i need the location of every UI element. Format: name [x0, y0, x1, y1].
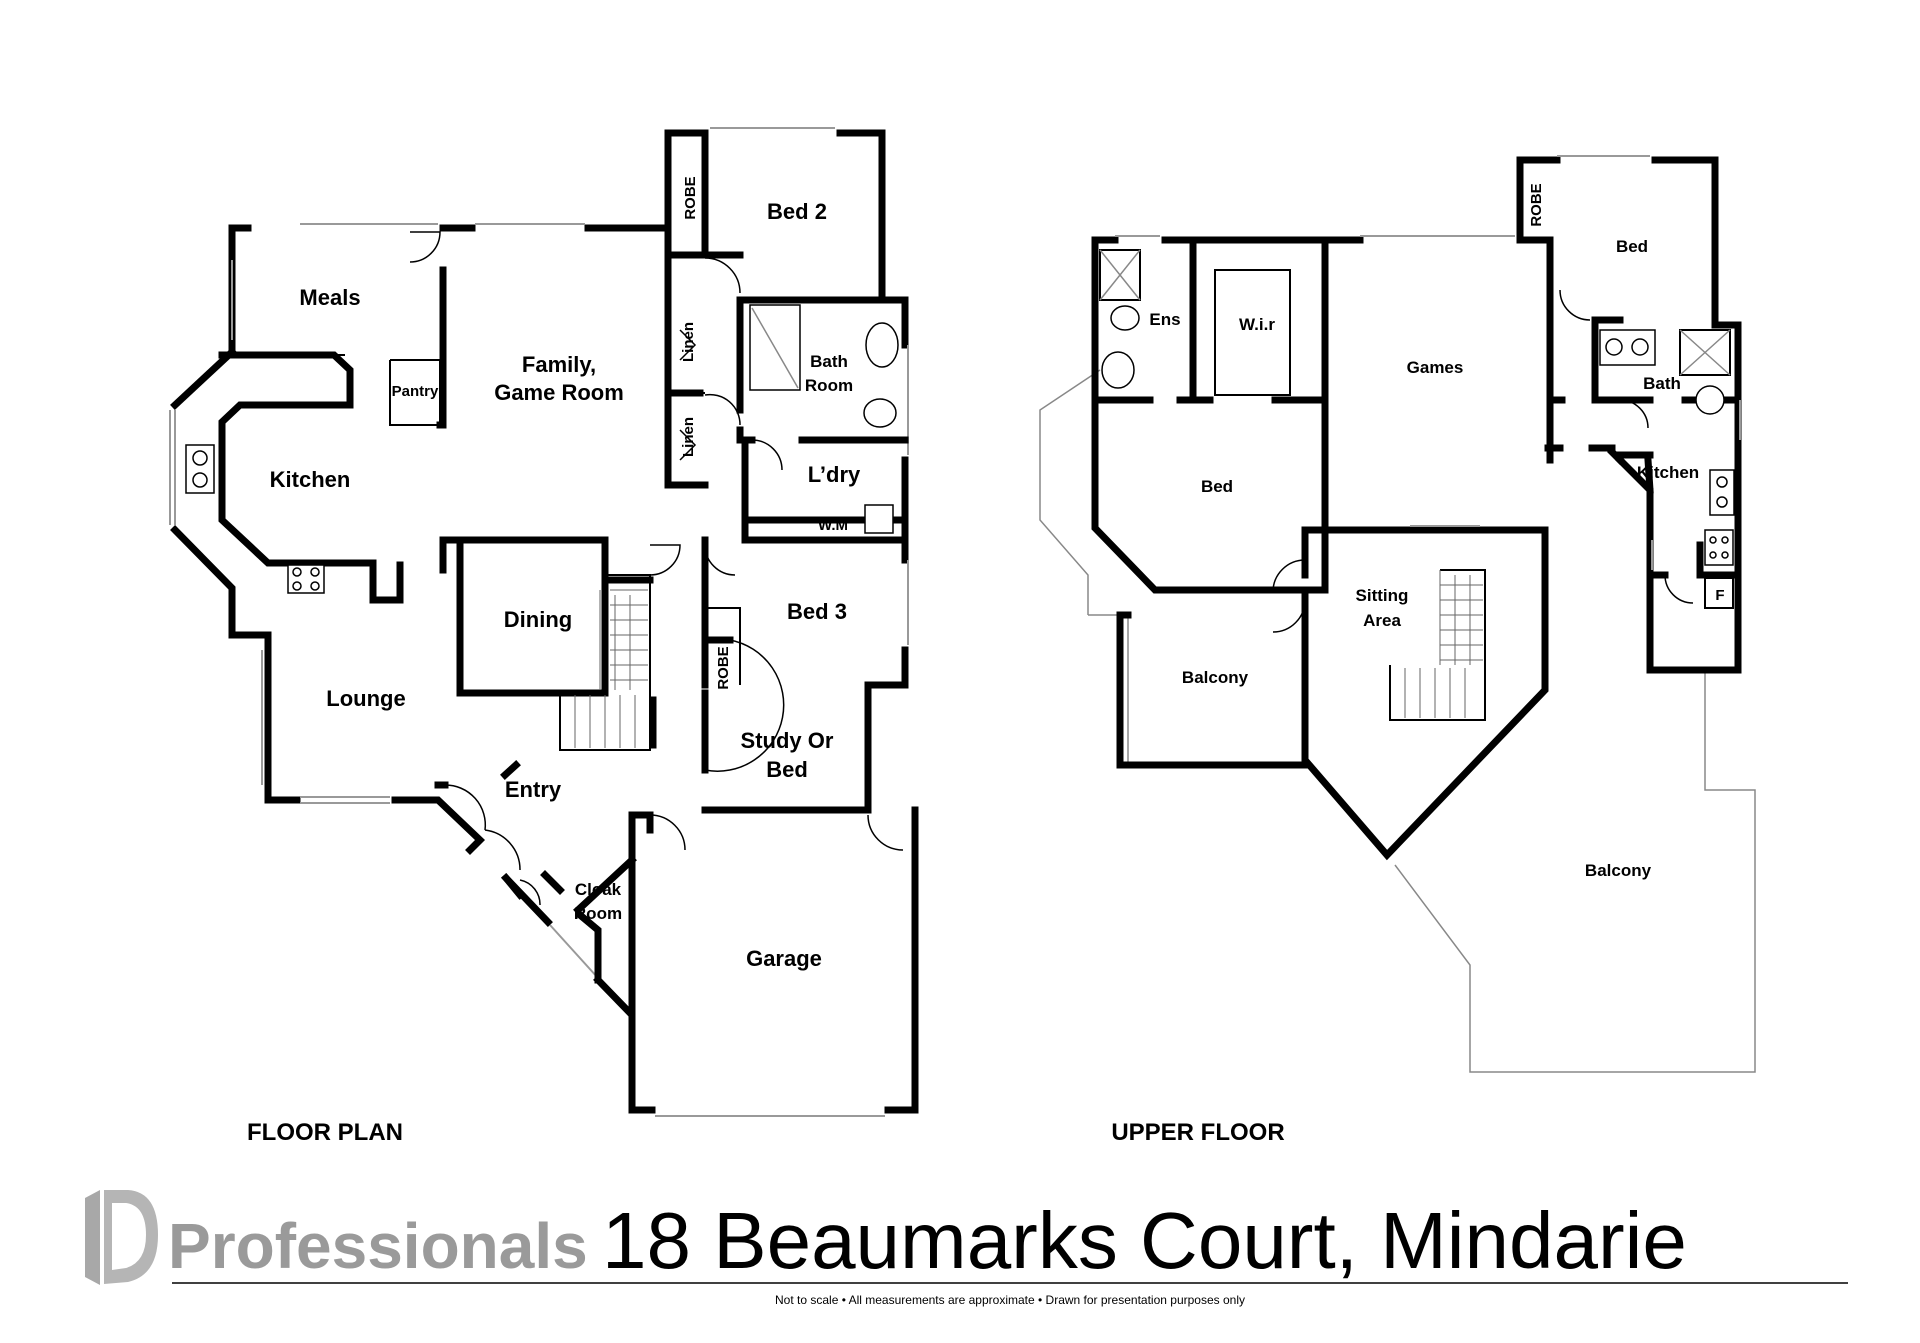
room-kitchen: Kitchen	[270, 467, 351, 492]
upper-floor-caption: UPPER FLOOR	[1111, 1119, 1284, 1146]
room-family-line1: Family,	[522, 352, 596, 377]
upper-room-games: Games	[1407, 358, 1464, 377]
room-linen1: Linen	[680, 322, 697, 362]
room-bathroom-line2: Room	[805, 376, 853, 395]
footer: Professionals 18 Beaumarks Court, Mindar…	[85, 1190, 1848, 1307]
upper-room-wir: W.i.r	[1239, 315, 1275, 334]
upper-room-robe: ROBE	[1528, 183, 1545, 226]
brand-name: Professionals	[168, 1210, 588, 1282]
property-address: 18 Beaumarks Court, Mindarie	[602, 1196, 1687, 1285]
room-wm: W.M	[818, 517, 848, 534]
professionals-logo-icon	[85, 1190, 158, 1285]
room-garage: Garage	[746, 946, 822, 971]
room-lounge: Lounge	[326, 686, 405, 711]
upper-room-balcony-left: Balcony	[1182, 668, 1249, 687]
upper-room-sitting-line1: Sitting	[1356, 586, 1409, 605]
room-study-line1: Study Or	[741, 728, 834, 753]
ground-floor-caption: FLOOR PLAN	[247, 1119, 403, 1146]
room-robe1: ROBE	[682, 176, 699, 219]
room-cloak-line1: Cloak	[575, 880, 622, 899]
upper-room-bath: Bath	[1643, 374, 1681, 393]
disclaimer: Not to scale • All measurements are appr…	[775, 1293, 1245, 1307]
upper-room-ens: Ens	[1149, 310, 1180, 329]
room-dining: Dining	[504, 607, 572, 632]
upper-room-sitting-line2: Area	[1363, 611, 1401, 630]
room-bed2: Bed 2	[767, 199, 827, 224]
room-family-line2: Game Room	[494, 380, 624, 405]
room-bed3: Bed 3	[787, 599, 847, 624]
upper-room-fridge: F	[1715, 587, 1724, 604]
room-laundry: L’dry	[808, 462, 861, 487]
room-robe2: ROBE	[715, 646, 732, 689]
ground-floor-plan: Meals Family, Game Room Pantry Kitchen B…	[169, 127, 919, 1146]
upper-room-balcony-right: Balcony	[1585, 861, 1652, 880]
upper-room-bed: Bed	[1201, 477, 1233, 496]
room-study-line2: Bed	[766, 757, 808, 782]
room-pantry: Pantry	[392, 383, 439, 400]
room-entry: Entry	[505, 777, 562, 802]
upper-room-kitchen: Kitchen	[1637, 463, 1699, 482]
room-bathroom-line1: Bath	[810, 352, 848, 371]
room-linen2: Linen	[680, 417, 697, 457]
upper-room-bed-top: Bed	[1616, 237, 1648, 256]
room-meals: Meals	[299, 285, 360, 310]
room-cloak-line2: Room	[574, 904, 622, 923]
upper-floor-plan: Ens W.i.r Games ROBE Bed Bath Kitchen Be…	[1039, 155, 1756, 1146]
